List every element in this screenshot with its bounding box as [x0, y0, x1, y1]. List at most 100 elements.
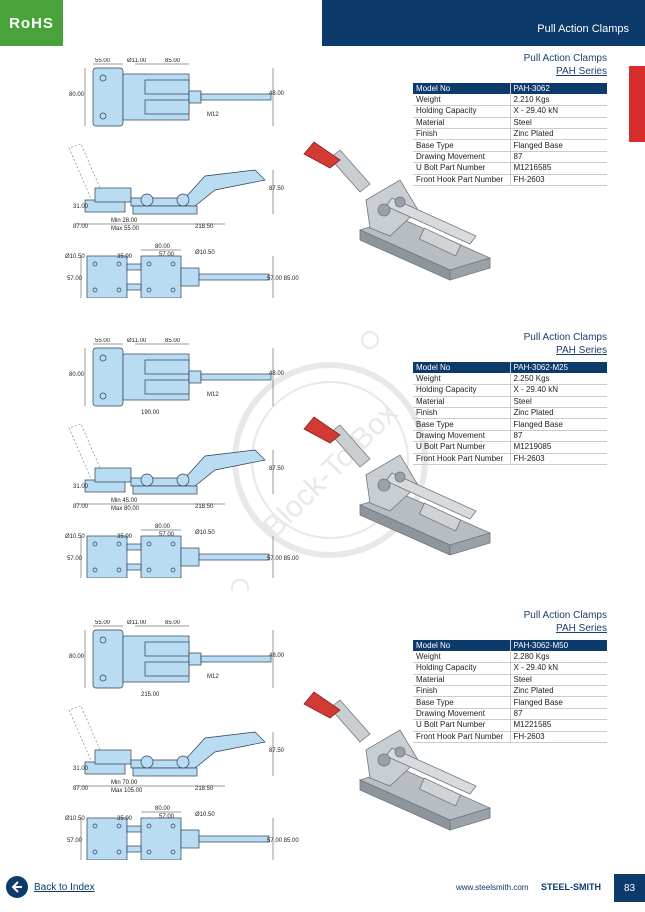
dim-max: Max 55.00: [111, 226, 140, 232]
spec-value: 87: [510, 151, 607, 164]
spec-label: Drawing Movement: [413, 430, 511, 443]
dim-hole-b: Ø10.50: [195, 250, 215, 256]
dim-min: Min 28.00: [111, 218, 138, 224]
dim-base-80: 80.00: [155, 524, 171, 530]
product-section-title: Pull Action Clamps: [523, 610, 607, 621]
dim-57-85: 57.00 85.00: [267, 276, 299, 282]
back-to-index[interactable]: Back to Index: [6, 876, 95, 898]
spec-value: FH-2603: [510, 174, 607, 187]
dim-31: 31.00: [73, 766, 89, 772]
spec-value: 87: [510, 708, 607, 721]
dim-length: 190.00: [141, 410, 160, 416]
spec-label: U Bolt Part Number: [413, 719, 511, 732]
spec-value: Zinc Plated: [510, 128, 607, 141]
technical-drawing: 55.00 Ø11.00 85.00 80.00 48.00 190.00 M1…: [65, 338, 299, 578]
spec-label: Front Hook Part Number: [413, 731, 511, 744]
spec-label: U Bolt Part Number: [413, 441, 511, 454]
dim-87: 87.00: [73, 786, 89, 792]
dim-87: 87.00: [73, 504, 89, 510]
spec-label: U Bolt Part Number: [413, 162, 511, 175]
brand-name: STEEL-SMITH: [541, 882, 601, 892]
spec-label: Weight: [413, 94, 511, 107]
product-heading: Pull Action Clamps PAH Series: [524, 52, 607, 78]
dim-35: 35.00: [117, 534, 133, 540]
dim-thread: M12: [207, 674, 219, 680]
dim-max: Max 105.00: [111, 788, 143, 794]
dim-85: 85.00: [165, 58, 181, 64]
spec-value: Steel: [510, 117, 607, 130]
spec-label: Material: [413, 396, 511, 409]
spec-value: Flanged Base: [510, 418, 607, 431]
product-photo: [303, 141, 492, 281]
spec-label: Finish: [413, 407, 511, 420]
back-to-index-link[interactable]: Back to Index: [34, 881, 95, 893]
dim-85: 85.00: [165, 338, 181, 344]
dim-48: 48.00: [269, 371, 285, 377]
product-photo: [303, 691, 492, 831]
spec-label: Front Hook Part Number: [413, 453, 511, 466]
spec-label: Holding Capacity: [413, 384, 511, 397]
product-heading: Pull Action Clamps PAH Series: [524, 331, 607, 357]
spec-value: Flanged Base: [510, 696, 607, 709]
page-number: 83: [614, 874, 645, 902]
spec-value: Zinc Plated: [510, 685, 607, 698]
dim-57-85: 57.00 85.00: [267, 838, 299, 844]
dim-57-85: 57.00 85.00: [267, 556, 299, 562]
header-title: Pull Action Clamps: [537, 23, 629, 35]
back-arrow-icon[interactable]: [6, 876, 28, 898]
spec-value: M1219085: [510, 441, 607, 454]
dim-min: Min 45.00: [111, 498, 138, 504]
dim-35: 35.00: [117, 816, 133, 822]
product-series-link[interactable]: PAH Series: [556, 345, 607, 356]
product-series-link[interactable]: PAH Series: [556, 623, 607, 634]
dim-57-side: 57.00: [67, 556, 83, 562]
product-series-link[interactable]: PAH Series: [556, 66, 607, 77]
product-photo: [303, 416, 492, 556]
dim-57-top: 57.00: [159, 532, 175, 538]
spec-label: Holding Capacity: [413, 662, 511, 675]
spec-label: Holding Capacity: [413, 105, 511, 118]
technical-drawing: 55.00 Ø11.00 85.00 80.00 48.00 M12 87.50…: [65, 58, 299, 298]
dim-55: 55.00: [95, 620, 111, 626]
spec-value: 2.250 Kgs: [510, 373, 607, 386]
spec-label: Base Type: [413, 418, 511, 431]
rohs-badge: RoHS: [0, 0, 63, 46]
product-section-title: Pull Action Clamps: [523, 332, 607, 343]
dim-31: 31.00: [73, 204, 89, 210]
dim-218-5: 218.50: [195, 786, 214, 792]
spec-value: Steel: [510, 396, 607, 409]
website: www.steelsmith.com: [456, 883, 529, 892]
dim-base-80: 80.00: [155, 806, 171, 812]
section-tab-marker: [629, 66, 645, 142]
dim-57-top: 57.00: [159, 252, 175, 258]
spec-label: Model No: [413, 83, 511, 95]
dim-218-5: 218.50: [195, 504, 214, 510]
technical-drawing: 55.00 Ø11.00 85.00 80.00 48.00 215.00 M1…: [65, 620, 299, 860]
spec-label: Finish: [413, 685, 511, 698]
spec-label: Drawing Movement: [413, 708, 511, 721]
dim-55: 55.00: [95, 58, 111, 64]
spec-label: Material: [413, 117, 511, 130]
spec-label: Weight: [413, 373, 511, 386]
dim-87: 87.00: [73, 224, 89, 230]
spec-label: Model No: [413, 640, 511, 652]
